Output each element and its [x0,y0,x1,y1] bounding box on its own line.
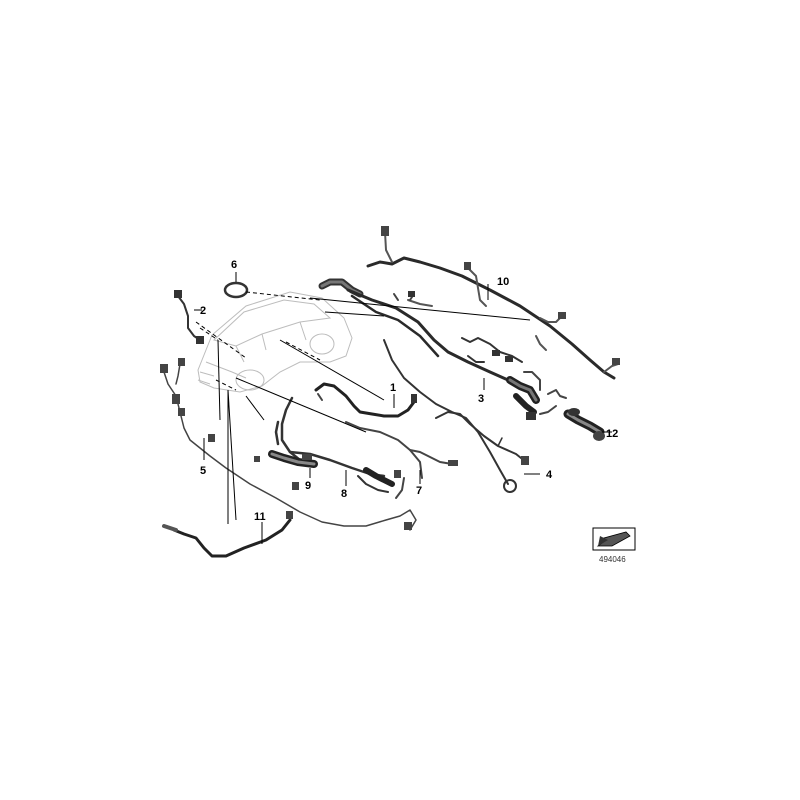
part-label-2: 2 [200,305,206,317]
reference-code: 494046 [599,555,626,564]
harness-5 [160,358,417,531]
car-outline [197,291,353,393]
view-arrow-icon [596,531,631,547]
part-label-10: 10 [497,276,509,288]
harness-8-9 [254,396,395,493]
part-label-8: 8 [341,488,347,500]
part-label-12: 12 [606,428,618,440]
part-label-6: 6 [231,259,237,271]
dashed-connections [195,291,321,391]
part-label-11: 11 [254,511,266,523]
ring-6 [223,281,249,299]
harness-3 [318,278,567,420]
part-label-4: 4 [546,469,553,481]
part-label-5: 5 [200,465,206,477]
leader-lines [194,272,612,544]
part-label-1: 1 [390,382,396,394]
part-label-9: 9 [305,480,311,492]
harness-11 [162,511,293,558]
part-label-7: 7 [416,485,422,497]
reference-box: 494046 [592,527,636,564]
grommet-12 [563,408,605,441]
harness-7 [345,421,458,499]
part-label-3: 3 [478,393,484,405]
harness-1 [314,382,417,418]
harness-4 [383,339,529,493]
part-labels: 6 2 10 1 3 12 4 5 9 8 7 11 [200,259,618,523]
harness-10 [366,226,620,380]
harness-2 [174,290,204,344]
